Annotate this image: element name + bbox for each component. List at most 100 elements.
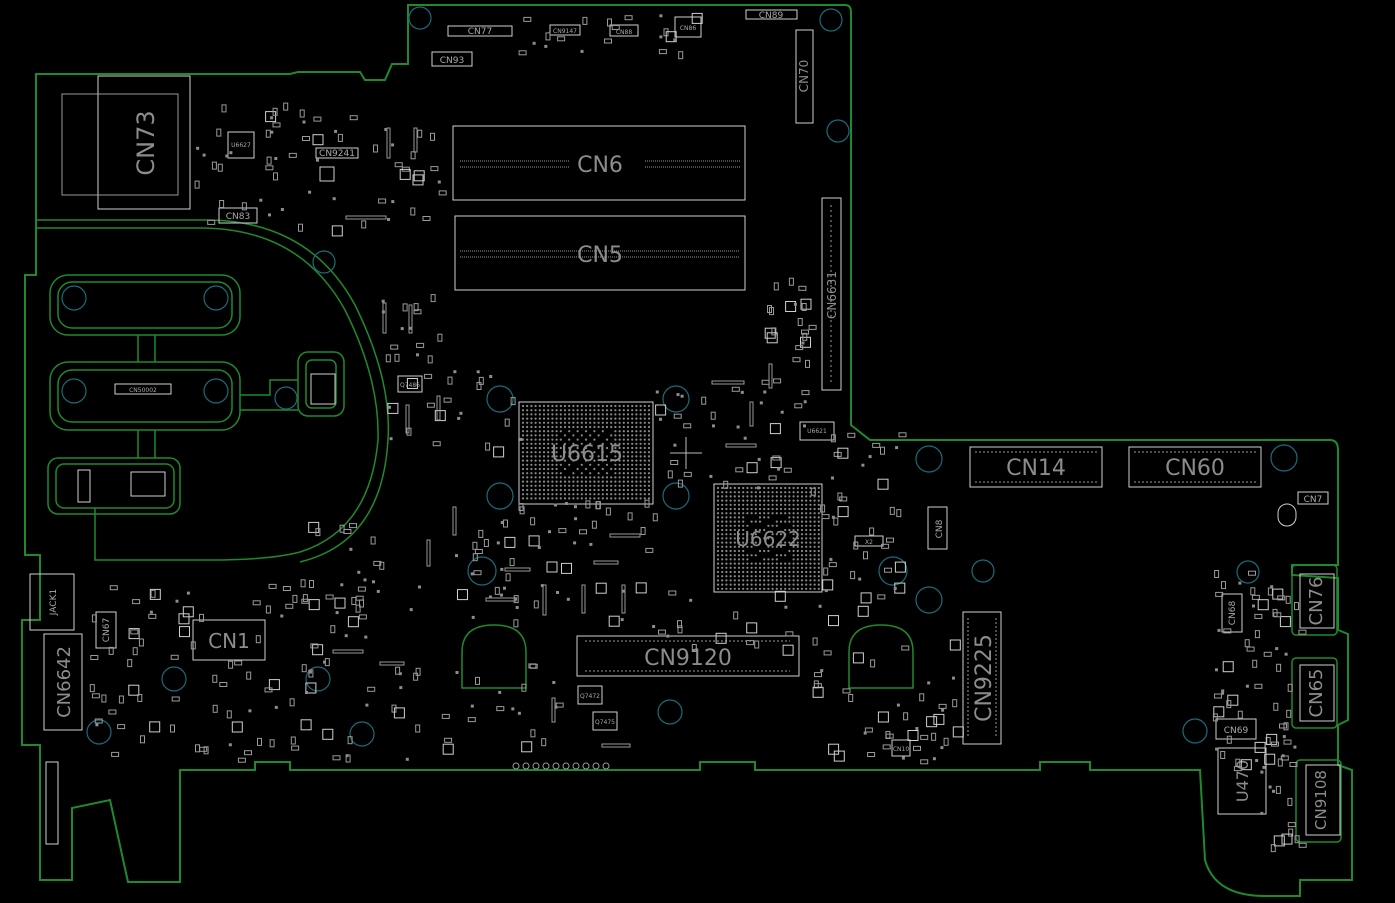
passive-component (872, 442, 881, 448)
solder-pad (666, 634, 670, 638)
solder-pad (496, 541, 500, 545)
passive-component (444, 737, 453, 743)
passive-component (683, 471, 692, 477)
solder-pad (941, 708, 945, 712)
passive-component (219, 682, 228, 687)
solder-pad (340, 583, 344, 587)
passive-component (591, 520, 597, 529)
passive-component (272, 107, 278, 116)
solder-pad (1272, 789, 1275, 793)
cn68-label: CN68 (1228, 600, 1238, 625)
heatsink-lobe-left (461, 624, 527, 689)
passive-component (347, 736, 353, 745)
solder-pad (381, 299, 385, 303)
passive-component (652, 513, 658, 522)
passive-component (798, 285, 807, 291)
passive-component (769, 307, 774, 316)
u6622-pch: U6622 (713, 483, 823, 593)
passive-component (94, 718, 103, 724)
cn73-connector: CN73 (61, 75, 191, 210)
solder-pad (1260, 770, 1264, 774)
passive-component (545, 32, 551, 41)
solder-pad (554, 503, 557, 507)
cn1-label: CN1 (208, 629, 250, 653)
passive-component (357, 586, 366, 592)
long-part (725, 443, 757, 448)
cn10-label: CN10 (893, 746, 909, 753)
passive-component (390, 344, 399, 350)
passive-component (1273, 612, 1282, 618)
solder-pad (540, 584, 544, 588)
solder-pad (202, 153, 206, 157)
test-pad (572, 762, 580, 770)
cn14-connector: CN14 (969, 446, 1103, 488)
cn89-connector: CN89 (745, 9, 798, 21)
cn6642-label: CN6642 (54, 646, 75, 718)
cn5-dimm-slot: CN5 (454, 215, 746, 291)
passive-component (658, 629, 666, 635)
passive-component (607, 18, 612, 27)
ic-component (178, 613, 190, 625)
solder-pad (503, 586, 506, 590)
solder-pad (574, 505, 577, 509)
passive-component (518, 503, 524, 511)
passive-component (351, 597, 357, 605)
solder-pad (418, 585, 421, 589)
long-part (332, 649, 364, 654)
test-pad (532, 762, 540, 770)
ic-component (860, 592, 872, 604)
solder-pad (470, 704, 474, 708)
ic-component (1240, 759, 1252, 771)
solder-pad (517, 711, 521, 715)
passive-component (1214, 693, 1222, 699)
solder-pad (740, 390, 744, 394)
fan-frame (297, 351, 345, 417)
passive-component (1277, 758, 1283, 767)
passive-component (212, 674, 218, 683)
passive-component (898, 432, 907, 438)
solder-pad (437, 180, 441, 184)
solder-pad (335, 611, 339, 615)
ic-component (828, 615, 839, 627)
passive-component (447, 376, 453, 385)
passive-component (272, 122, 281, 128)
long-part (593, 560, 619, 565)
passive-component (432, 441, 441, 447)
ic-component (493, 446, 505, 458)
passive-component (850, 571, 856, 580)
passive-component (1251, 594, 1260, 600)
oval-slot (1277, 503, 1297, 527)
passive-component (1250, 587, 1256, 596)
long-part (621, 584, 626, 614)
solder-pad (1268, 785, 1272, 789)
passive-component (244, 750, 252, 756)
long-part (426, 539, 431, 567)
passive-component (170, 654, 179, 660)
passive-component (313, 116, 322, 122)
ic-component (769, 423, 781, 435)
solder-pad (1221, 689, 1225, 693)
solder-pad (349, 547, 353, 551)
cn14-label: CN14 (1006, 456, 1066, 481)
solder-pad (515, 606, 519, 609)
solder-pad (680, 394, 684, 398)
solder-pad (544, 44, 548, 48)
passive-component (530, 729, 536, 738)
passive-component (413, 303, 419, 312)
passive-component (848, 694, 854, 702)
passive-component (349, 115, 358, 121)
solder-pad (280, 614, 284, 618)
passive-component (509, 558, 515, 567)
ic-component (406, 378, 418, 389)
long-part (382, 302, 387, 334)
solder-pad (345, 754, 349, 758)
passive-component (839, 496, 848, 502)
ic-component (521, 741, 533, 753)
cn88-label: CN88 (616, 29, 632, 36)
solder-pad (659, 417, 662, 421)
passive-component (427, 355, 433, 364)
ic-component (1273, 835, 1285, 847)
solder-pad (459, 411, 463, 415)
passive-component (920, 734, 929, 740)
ic-component (128, 684, 140, 696)
